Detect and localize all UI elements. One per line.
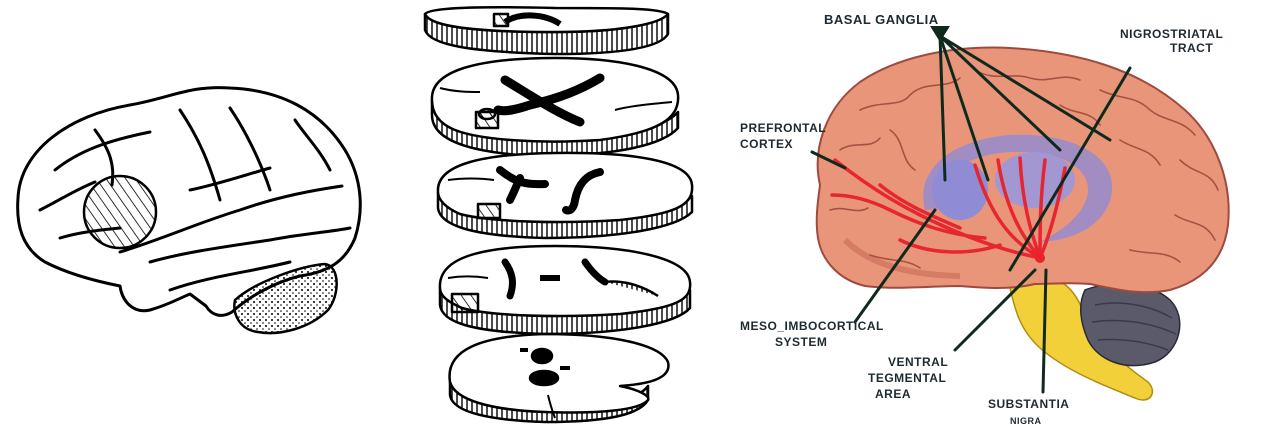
slice-3 bbox=[438, 153, 692, 238]
basal-ganglia-nucleus bbox=[932, 160, 988, 220]
label-nigrostriatal-1: NIGROSTRIATAL bbox=[1120, 27, 1223, 41]
label-mesolimbic-1: MESO_IMBOCORTICAL bbox=[740, 319, 884, 333]
slice-4 bbox=[440, 246, 690, 334]
label-basal-ganglia: BASAL GANGLIA bbox=[824, 12, 939, 27]
label-prefrontal-1: PREFRONTAL bbox=[740, 121, 826, 135]
brain-slice-stack bbox=[425, 7, 692, 422]
label-prefrontal-2: CORTEX bbox=[740, 137, 793, 151]
slice-1 bbox=[425, 7, 668, 54]
label-substantia-2: NIGRA bbox=[1010, 416, 1042, 426]
label-mesolimbic-2: SYSTEM bbox=[775, 335, 827, 349]
lateral-brain-drawing bbox=[18, 88, 361, 333]
label-nigrostriatal-2: TRACT bbox=[1170, 41, 1213, 55]
label-vta-1: VENTRAL bbox=[888, 355, 948, 369]
slice-2 bbox=[432, 58, 678, 156]
label-vta-2: TEGMENTAL bbox=[868, 371, 946, 385]
label-substantia-1: SUBSTANTIA bbox=[988, 397, 1069, 411]
sagittal-brain-colored bbox=[817, 48, 1229, 400]
label-vta-3: AREA bbox=[875, 387, 911, 401]
hatched-region bbox=[84, 176, 156, 248]
slice-5 bbox=[450, 334, 669, 422]
